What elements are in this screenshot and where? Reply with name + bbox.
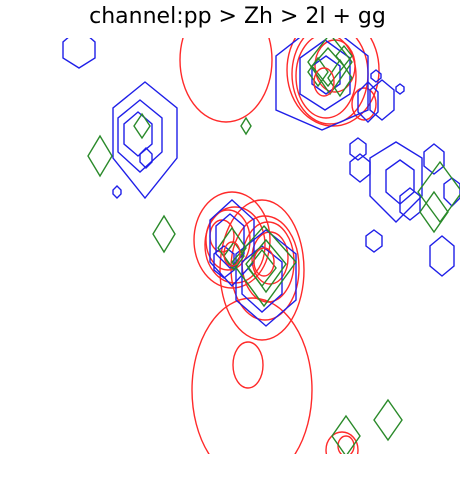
blue-hexagon [423,143,445,175]
red-circle [219,199,305,341]
blue-hexagon [241,245,283,313]
blue-hexagon [369,141,423,223]
blue-hexagon [429,235,455,277]
red-circle [193,191,271,289]
plot-title: channel:pp > Zh > 2l + gg [89,4,386,29]
blue-hexagon [365,229,383,253]
blue-hexagon [213,245,235,279]
green-diamond [373,398,403,442]
green-diamond-group [87,38,460,454]
green-diamond [87,134,113,178]
green-diamond [223,240,245,272]
red-circle [230,215,300,321]
red-circle [205,209,251,271]
green-diamond [419,190,449,234]
red-circle [286,38,380,127]
red-circle [232,341,264,389]
green-diamond [327,58,353,98]
red-circle [191,297,313,454]
green-diamond [231,224,297,308]
blue-hexagon-group [62,38,460,327]
blue-hexagon [215,213,245,269]
red-accent-group [223,67,335,277]
green-diamond [331,414,361,454]
green-diamond [240,116,252,136]
blue-hexagon [370,69,382,83]
blue-hexagon [123,111,153,157]
blue-hexagon [357,81,379,123]
red-circle [223,241,241,267]
green-diamond [245,238,287,294]
blue-hexagon [399,187,421,221]
blue-hexagon [235,229,297,327]
green-diamond [152,214,176,254]
blue-hexagon [62,38,96,69]
blue-hexagon [112,81,178,200]
red-circle [313,67,335,97]
blue-hexagon [395,83,405,95]
green-diamond [417,160,460,224]
blue-hexagon [117,99,163,173]
blue-hexagon [349,137,367,161]
blue-hexagon [139,147,153,169]
blue-hexagon [275,38,369,131]
blue-hexagon [369,79,395,121]
red-circle [253,247,275,277]
blue-hexagon [112,185,122,199]
red-circle [325,431,359,454]
green-diamond [247,248,277,288]
red-circle [351,87,377,121]
green-diamond [335,44,353,68]
green-diamond [133,112,151,140]
red-circle [337,435,355,454]
blue-hexagon [443,177,460,207]
blue-hexagon [209,199,255,288]
red-circle [295,38,357,119]
red-circle [179,38,273,123]
